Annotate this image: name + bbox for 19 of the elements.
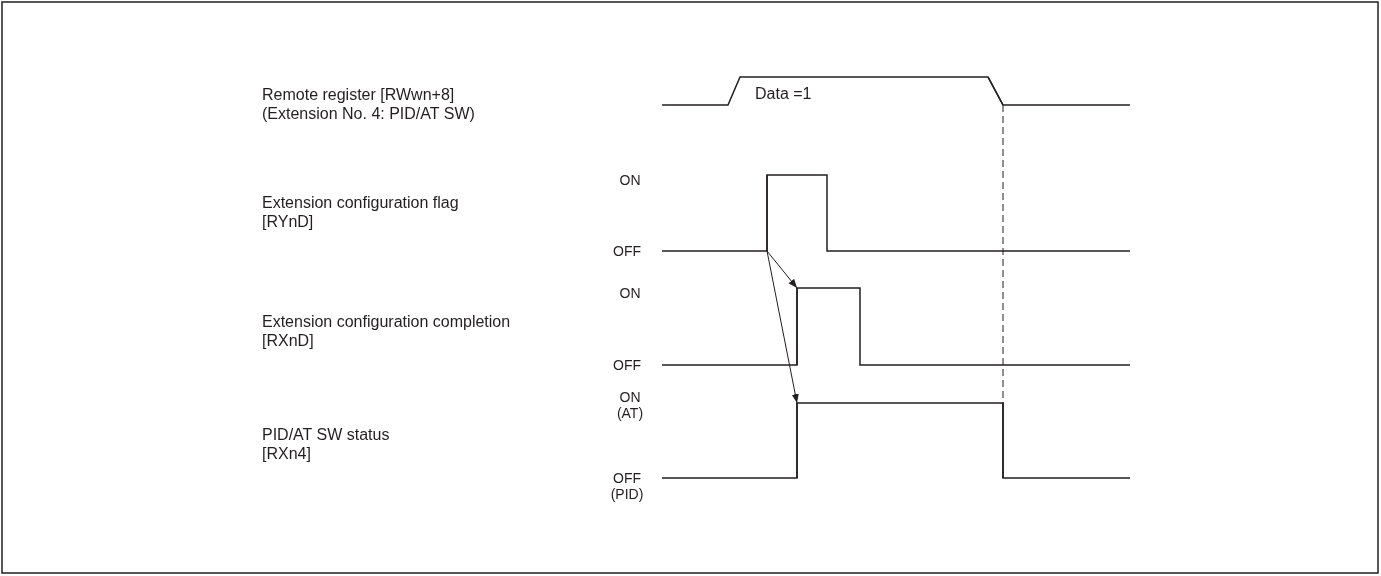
signal-transition xyxy=(764,175,770,251)
level-label: ON xyxy=(618,172,642,188)
signal-transition xyxy=(794,403,800,478)
level-label: OFF xyxy=(612,357,642,373)
data-value-label: Data =1 xyxy=(755,84,813,103)
signal-name: Extension configuration flag [RYnD] xyxy=(262,193,460,231)
signal-transition xyxy=(794,288,800,365)
level-label: ON xyxy=(618,285,642,301)
arrow xyxy=(766,250,798,289)
signal-transition xyxy=(988,77,1004,105)
level-label: OFF xyxy=(612,243,642,259)
signal-name: PID/AT SW status [RXn4] xyxy=(262,425,391,463)
level-label: OFF (PID) xyxy=(609,470,645,502)
timing-reference-line xyxy=(1002,104,1004,404)
arrow xyxy=(766,250,799,404)
signal-name: Remote register [RWwn+8] (Extension No. 4: PID/AT SW) xyxy=(262,85,476,123)
signal-name: Extension configuration completion [RXnD] xyxy=(262,312,512,350)
level-label: ON (AT) xyxy=(615,389,645,421)
signal-transition xyxy=(1000,403,1006,478)
